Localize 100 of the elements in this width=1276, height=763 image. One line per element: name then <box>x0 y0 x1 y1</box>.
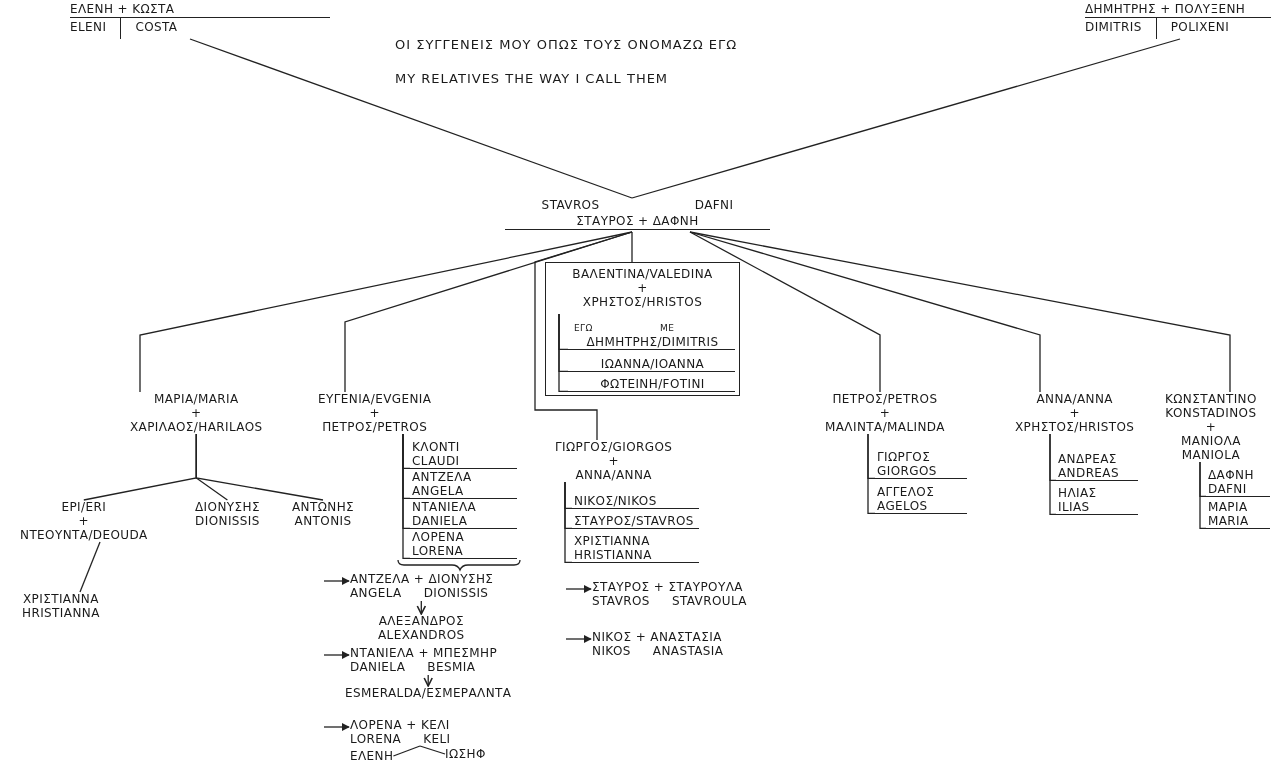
plus-sign: + <box>608 454 619 468</box>
name-text: CLAUDI <box>412 454 460 468</box>
name-text: ALEXANDROS <box>378 628 465 642</box>
name-text: ΙΩΣΗΦ <box>445 747 486 761</box>
name-text: KONSTADINOS <box>1165 406 1257 420</box>
plus-sign: + <box>369 406 380 420</box>
plus-sign: + <box>879 406 891 420</box>
connector-line <box>558 313 569 393</box>
name-text: LORENA <box>350 732 402 746</box>
name-text: ΠΕΤΡΟΣ/PETROS <box>832 392 938 406</box>
chevron-arrow <box>423 674 433 687</box>
name-text: ΝΤΑΝΙΕΛΑ + ΜΠΕΣΜΗΡ <box>350 646 498 660</box>
underlined-name <box>572 534 699 563</box>
name-text: ΕΡΙ/ERI <box>61 500 107 514</box>
name-text: ΔΙΟΝΥΣΗΣ <box>195 500 260 514</box>
name-text: ΜΑΡΙΑ/MARIA <box>154 392 239 406</box>
name-text: DANIELA <box>350 660 406 674</box>
name-text: ANDREAS <box>1058 466 1119 480</box>
name-text: HRISTIANNA <box>574 548 652 562</box>
name-text: ΛΟΡΕΝΑ <box>412 530 465 544</box>
name-text: ΣΤΑΥΡΟΣ/STAVROS <box>574 514 694 528</box>
name-text: ΜΑΛΙΝΤΑ/MALINDA <box>825 420 945 434</box>
connector-line <box>867 433 876 515</box>
name-text: ΑΝΝΑ/ANNA <box>575 468 652 482</box>
name-text: ΔΗΜΗΤΡΗΣ + ΠΟΛΥΞΕΝΗ <box>1085 2 1246 16</box>
name-text: ΝΙΚΟΣ + ΑΝΑΣΤΑΣΙΑ <box>592 630 722 644</box>
arrow <box>565 635 592 643</box>
name-text: ΔΗΜΗΤΡΗΣ/DIMITRIS <box>586 335 719 349</box>
connector-line <box>689 231 1231 393</box>
name-text: ΣΤΑΥΡΟΣ + ΣΤΑΥΡΟΥΛΑ <box>592 580 743 594</box>
name-text: COSTA <box>135 20 178 36</box>
name-text: ΑΝΤΩΝΗΣ <box>292 500 355 514</box>
family-box <box>545 262 740 396</box>
name-text: STAVROS <box>592 594 650 608</box>
name-text: DANIELA <box>412 514 468 528</box>
name-text: ΕΛΕΝΗ <box>350 749 394 763</box>
name-text: ΜΑΡΙΑ <box>1208 500 1248 514</box>
underlined-name <box>875 450 967 479</box>
name-text: ΛΟΡΕΝΑ + ΚΕΛΙ <box>350 718 450 732</box>
name-text: NIKOS <box>592 644 631 658</box>
subtitle-text: MY RELATIVES THE WAY I CALL THEM <box>395 72 669 86</box>
connector-line <box>689 231 881 393</box>
connector-line <box>534 231 633 441</box>
underlined-name <box>410 470 517 499</box>
connector-line <box>189 38 633 199</box>
name-text: DAFNI <box>694 198 734 212</box>
name-text: DIMITRIS <box>1085 20 1142 36</box>
name-text: ESMERALDA/ΕΣΜΕΡΑΛΝΤΑ <box>345 686 512 700</box>
connector-line <box>564 481 573 564</box>
underlined-name <box>572 494 699 509</box>
name-text: ΚΩΝΣΤΑΝΤΙΝΟ <box>1165 392 1257 406</box>
chevron-arrow <box>416 600 427 615</box>
name-text: ΑΝΝΑ/ANNA <box>1036 392 1113 406</box>
name-text: DAFNI <box>1208 482 1247 496</box>
underlined-name <box>410 500 517 529</box>
name-text: ΧΡΙΣΤΙΑΝΝΑ <box>22 592 99 606</box>
name-text: KELI <box>423 732 451 746</box>
name-text: ΚΛΟΝΤΙ <box>412 440 460 454</box>
arrow <box>323 651 350 659</box>
name-text: ΑΓΓΕΛΟΣ <box>877 485 935 499</box>
connector-line <box>392 745 421 757</box>
name-text: STAVROULA <box>671 594 747 608</box>
name-text: ΧΑΡΙΛΑΟΣ/HARILAOS <box>130 420 263 434</box>
underlined-name <box>875 485 967 514</box>
arrow <box>323 723 350 731</box>
plus-sign: + <box>191 406 202 420</box>
connector-line <box>79 541 101 593</box>
name-text: ΔΑΦΝΗ <box>1208 468 1254 482</box>
name-text: ΧΡΗΣΤΟΣ/HRISTOS <box>582 295 703 309</box>
underlined-name <box>1206 468 1270 497</box>
plus-sign: + <box>78 514 89 528</box>
name-text: ΕΛΕΝΗ + ΚΩΣΤΑ <box>70 2 175 16</box>
connector-line <box>402 433 411 560</box>
annotation-text: ΜΕ <box>660 323 675 333</box>
name-text: ANGELA <box>350 586 402 600</box>
plus-sign: + <box>637 281 648 295</box>
underlined-name <box>1206 500 1270 529</box>
name-text: ΧΡΙΣΤΙΑΝΝΑ <box>574 534 650 548</box>
name-text: ΓΙΩΡΓΟΣ <box>877 450 931 464</box>
connector-line <box>1049 433 1057 516</box>
name-text: ΒΑΛΕΝΤΙΝΑ/VALEDINA <box>572 267 713 281</box>
name-text: ΑΝΤΖΕΛΑ + ΔΙΟΝΥΣΗΣ <box>350 572 494 586</box>
connector-line <box>419 745 446 755</box>
name-text: ΦΩΤΕΙΝΗ/FOTINI <box>600 377 705 391</box>
connector-line <box>631 231 633 263</box>
name-text: ΝΤΑΝΙΕΛΑ <box>412 500 477 514</box>
underlined-name <box>1056 486 1138 515</box>
name-text: BESMIA <box>427 660 476 674</box>
name-text: MANIOLA <box>1181 448 1241 462</box>
name-text: ΓΙΩΡΓΟΣ/GIORGOS <box>555 440 673 454</box>
name-text: ΕΥΓΕΝΙΑ/EVGENIA <box>318 392 432 406</box>
name-text: HRISTIANNA <box>22 606 100 620</box>
name-text: ΠΕΤΡΟΣ/PETROS <box>322 420 428 434</box>
name-text: ΝΙΚΟΣ/NIKOS <box>574 494 657 508</box>
name-text: DIONISSIS <box>423 586 489 600</box>
arrow <box>565 585 592 593</box>
name-text: ELENI <box>70 20 107 36</box>
underlined-name <box>568 377 735 392</box>
connector-line <box>195 433 324 501</box>
connector-line <box>631 38 1181 199</box>
